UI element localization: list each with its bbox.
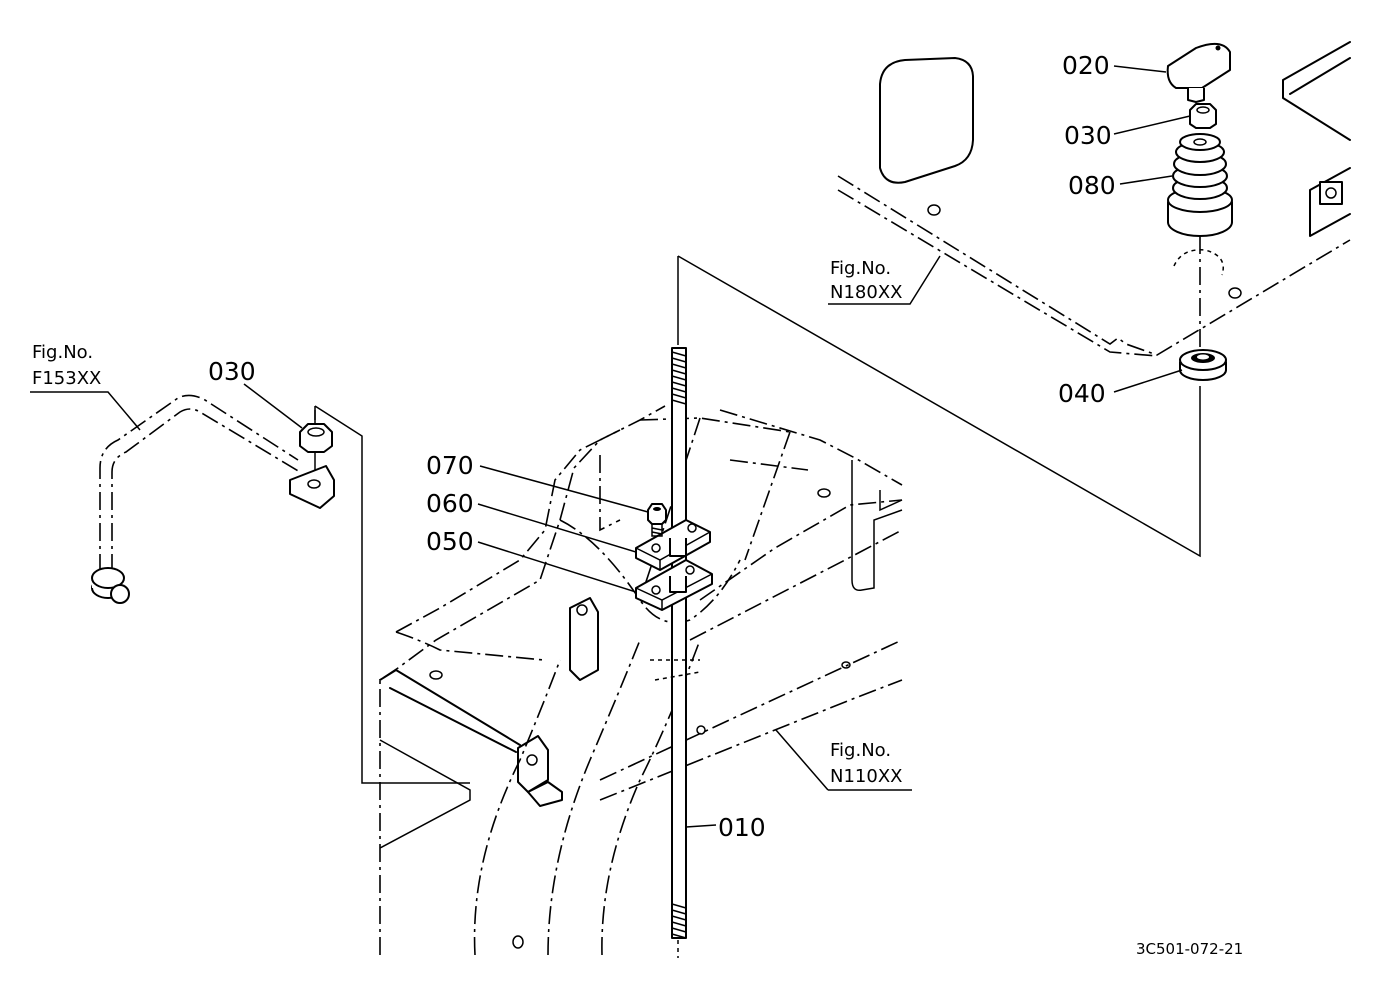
floor-panel xyxy=(837,41,1351,357)
grommet-040 xyxy=(1179,349,1227,381)
plate-050 xyxy=(635,559,713,611)
callout-080: 080 xyxy=(1068,171,1116,200)
callout-040: 040 xyxy=(1058,379,1106,408)
frame-n110 xyxy=(379,405,903,956)
figref-n180-code: N180XX xyxy=(830,282,902,303)
bolt-070 xyxy=(647,503,667,537)
callout-060: 060 xyxy=(426,489,474,518)
assembly-lines xyxy=(314,255,1201,784)
figref-n110-label: Fig.No. xyxy=(830,740,891,761)
figref-n180-label: Fig.No. xyxy=(830,258,891,279)
nut-030-top xyxy=(1189,103,1217,129)
pipe-f153 xyxy=(91,394,335,604)
bellows-080 xyxy=(1167,133,1233,237)
figref-f153-label: Fig.No. xyxy=(32,342,93,363)
knob-020 xyxy=(1166,42,1231,103)
nut-030-left xyxy=(299,423,333,453)
lower-fasteners xyxy=(650,659,701,681)
figref-f153-code: F153XX xyxy=(32,368,101,389)
callout-030-left: 030 xyxy=(208,357,256,386)
leader-lines xyxy=(30,65,1191,828)
figref-n110-code: N110XX xyxy=(830,766,902,787)
callout-020: 020 xyxy=(1062,51,1110,80)
diagram-code: 3C501-072-21 xyxy=(1136,940,1243,958)
callout-050: 050 xyxy=(426,527,474,556)
callout-030-top: 030 xyxy=(1064,121,1112,150)
rod-010 xyxy=(671,347,687,958)
plate-060 xyxy=(635,519,711,571)
callout-010: 010 xyxy=(718,813,766,842)
callout-070: 070 xyxy=(426,451,474,480)
